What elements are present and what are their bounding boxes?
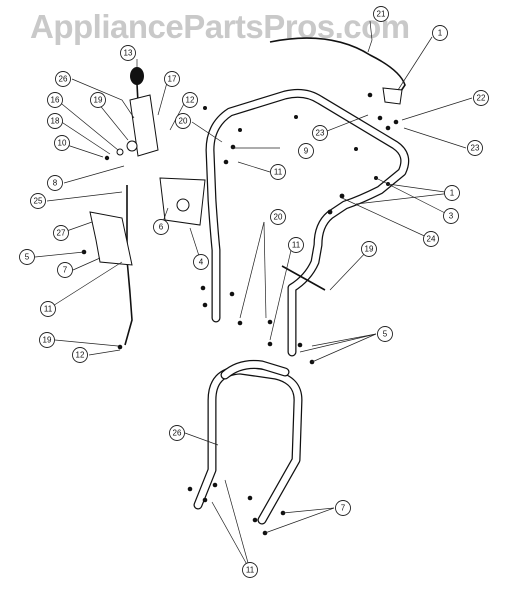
svg-text:26: 26	[173, 429, 182, 438]
svg-text:1: 1	[438, 29, 443, 38]
callout-20[interactable]: 20	[175, 113, 191, 129]
callout-5[interactable]: 5	[19, 249, 35, 265]
callout-10[interactable]: 10	[54, 135, 70, 151]
callout-23[interactable]: 23	[467, 140, 483, 156]
svg-text:22: 22	[477, 94, 486, 103]
hardware	[81, 92, 399, 536]
svg-text:10: 10	[58, 139, 67, 148]
svg-text:19: 19	[43, 336, 52, 345]
svg-text:16: 16	[51, 96, 60, 105]
callout-26[interactable]: 26	[55, 71, 71, 87]
pivot-rod	[281, 265, 326, 291]
callout-25[interactable]: 25	[30, 193, 46, 209]
svg-text:18: 18	[51, 117, 60, 126]
svg-text:17: 17	[168, 75, 177, 84]
callout-1[interactable]: 1	[444, 185, 460, 201]
leader-lines	[34, 20, 473, 571]
callout-11[interactable]: 11	[288, 237, 304, 253]
svg-text:26: 26	[59, 75, 68, 84]
plate-bolt	[176, 198, 190, 212]
callout-24[interactable]: 24	[423, 231, 439, 247]
shift-bracket	[129, 94, 159, 157]
svg-text:9: 9	[304, 147, 309, 156]
callout-22[interactable]: 22	[473, 90, 489, 106]
callout-19[interactable]: 19	[39, 332, 55, 348]
svg-text:6: 6	[159, 223, 164, 232]
svg-text:13: 13	[124, 49, 133, 58]
svg-text:23: 23	[471, 144, 480, 153]
callout-16[interactable]: 16	[47, 92, 63, 108]
upper-handle-tube	[205, 88, 410, 357]
svg-text:20: 20	[179, 117, 188, 126]
svg-text:7: 7	[63, 266, 68, 275]
callout-19[interactable]: 19	[361, 241, 377, 257]
lower-handle-tube	[193, 360, 303, 525]
svg-text:21: 21	[377, 10, 386, 19]
svg-text:5: 5	[25, 253, 30, 262]
callout-11[interactable]: 11	[270, 164, 286, 180]
svg-text:11: 11	[292, 241, 301, 250]
callout-19[interactable]: 19	[90, 92, 106, 108]
svg-text:8: 8	[53, 179, 58, 188]
svg-text:19: 19	[365, 245, 374, 254]
svg-text:25: 25	[34, 197, 43, 206]
callout-6[interactable]: 6	[153, 219, 169, 235]
callout-13[interactable]: 13	[120, 45, 136, 61]
svg-text:20: 20	[274, 213, 283, 222]
callout-17[interactable]: 17	[164, 71, 180, 87]
svg-text:23: 23	[316, 129, 325, 138]
svg-text:1: 1	[450, 189, 455, 198]
callout-1[interactable]: 1	[432, 25, 448, 41]
svg-text:27: 27	[57, 229, 66, 238]
svg-text:3: 3	[449, 212, 454, 221]
svg-text:11: 11	[274, 168, 283, 177]
callout-7[interactable]: 7	[335, 500, 351, 516]
svg-text:5: 5	[383, 330, 388, 339]
svg-text:11: 11	[246, 566, 255, 575]
callout-20[interactable]: 20	[270, 209, 286, 225]
svg-text:24: 24	[427, 235, 436, 244]
shift-lever-assembly	[104, 67, 159, 161]
control-cable-upper	[269, 37, 406, 101]
callout-18[interactable]: 18	[47, 113, 63, 129]
svg-text:19: 19	[94, 96, 103, 105]
svg-text:12: 12	[186, 96, 195, 105]
svg-text:7: 7	[341, 504, 346, 513]
cable-clip	[382, 87, 403, 105]
callout-5[interactable]: 5	[377, 326, 393, 342]
callout-7[interactable]: 7	[57, 262, 73, 278]
svg-text:11: 11	[44, 305, 53, 314]
callout-26[interactable]: 26	[169, 425, 185, 441]
callout-12[interactable]: 12	[72, 347, 88, 363]
callout-12[interactable]: 12	[182, 92, 198, 108]
callout-8[interactable]: 8	[47, 175, 63, 191]
callout-21[interactable]: 21	[373, 6, 389, 22]
watermark-text: AppliancePartsPros.com	[30, 8, 410, 45]
control-bracket	[89, 211, 133, 266]
shift-knob	[130, 67, 144, 85]
callout-9[interactable]: 9	[298, 143, 314, 159]
callout-23[interactable]: 23	[312, 125, 328, 141]
callout-3[interactable]: 3	[443, 208, 459, 224]
callout-11[interactable]: 11	[40, 301, 56, 317]
callout-27[interactable]: 27	[53, 225, 69, 241]
svg-text:4: 4	[199, 258, 204, 267]
callout-4[interactable]: 4	[193, 254, 209, 270]
callout-11[interactable]: 11	[242, 562, 258, 578]
svg-text:12: 12	[76, 351, 85, 360]
